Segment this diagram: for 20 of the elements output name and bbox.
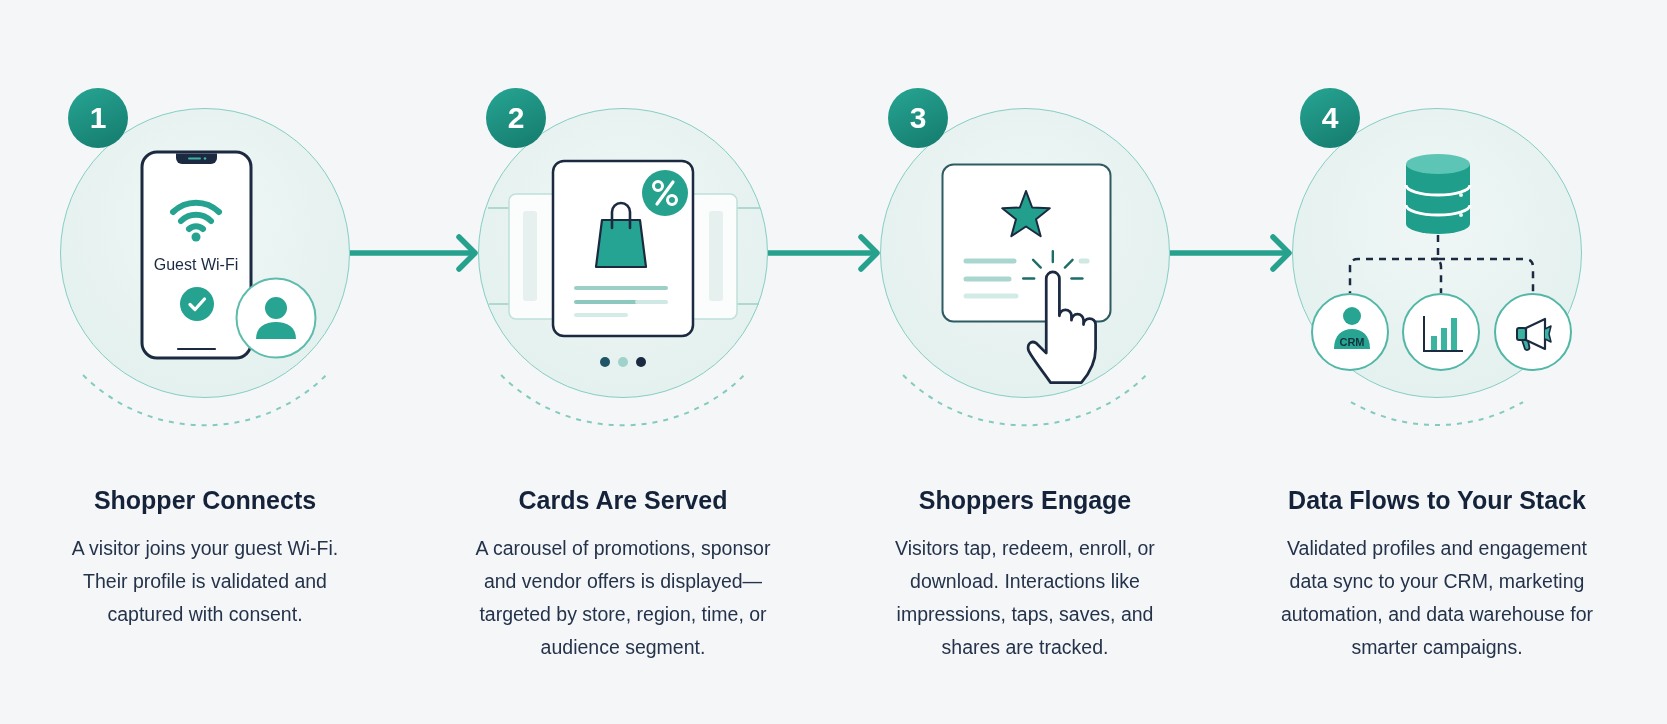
connector-line bbox=[1438, 257, 1535, 293]
step-number: 4 bbox=[1300, 88, 1360, 148]
step-title: Shoppers Engage bbox=[917, 485, 1133, 515]
step-description: Visitors tap, redeem, enroll, or download. Interactions like impressions, taps, saves, and shares are tracked. bbox=[894, 536, 1156, 660]
step-description: A carousel of promotions, sponsor and vendor offers is displayed—targeted by store, region, time, or audience segment. bbox=[474, 536, 772, 660]
connector-line bbox=[1431, 257, 1443, 293]
step-number: 1 bbox=[68, 88, 128, 148]
step-number: 3 bbox=[888, 88, 948, 148]
step-description: A visitor joins your guest Wi-Fi. Their profile is validated and captured with consent. bbox=[70, 536, 340, 627]
step-description: Validated profiles and engagement data sync to your CRM, marketing automation, and data warehouse for smarter campaigns. bbox=[1279, 536, 1595, 660]
arrow bbox=[1170, 234, 1292, 272]
step-title: Shopper Connects bbox=[92, 485, 318, 515]
crm-label: CRM bbox=[1339, 336, 1365, 348]
step-title: Data Flows to Your Stack bbox=[1287, 485, 1587, 515]
step-number: 2 bbox=[486, 88, 546, 148]
network-label: Guest Wi-Fi bbox=[153, 256, 239, 274]
arrow bbox=[768, 234, 880, 272]
database-icon bbox=[1405, 153, 1471, 235]
step-title: Cards Are Served bbox=[517, 485, 729, 515]
arrow bbox=[350, 234, 478, 272]
